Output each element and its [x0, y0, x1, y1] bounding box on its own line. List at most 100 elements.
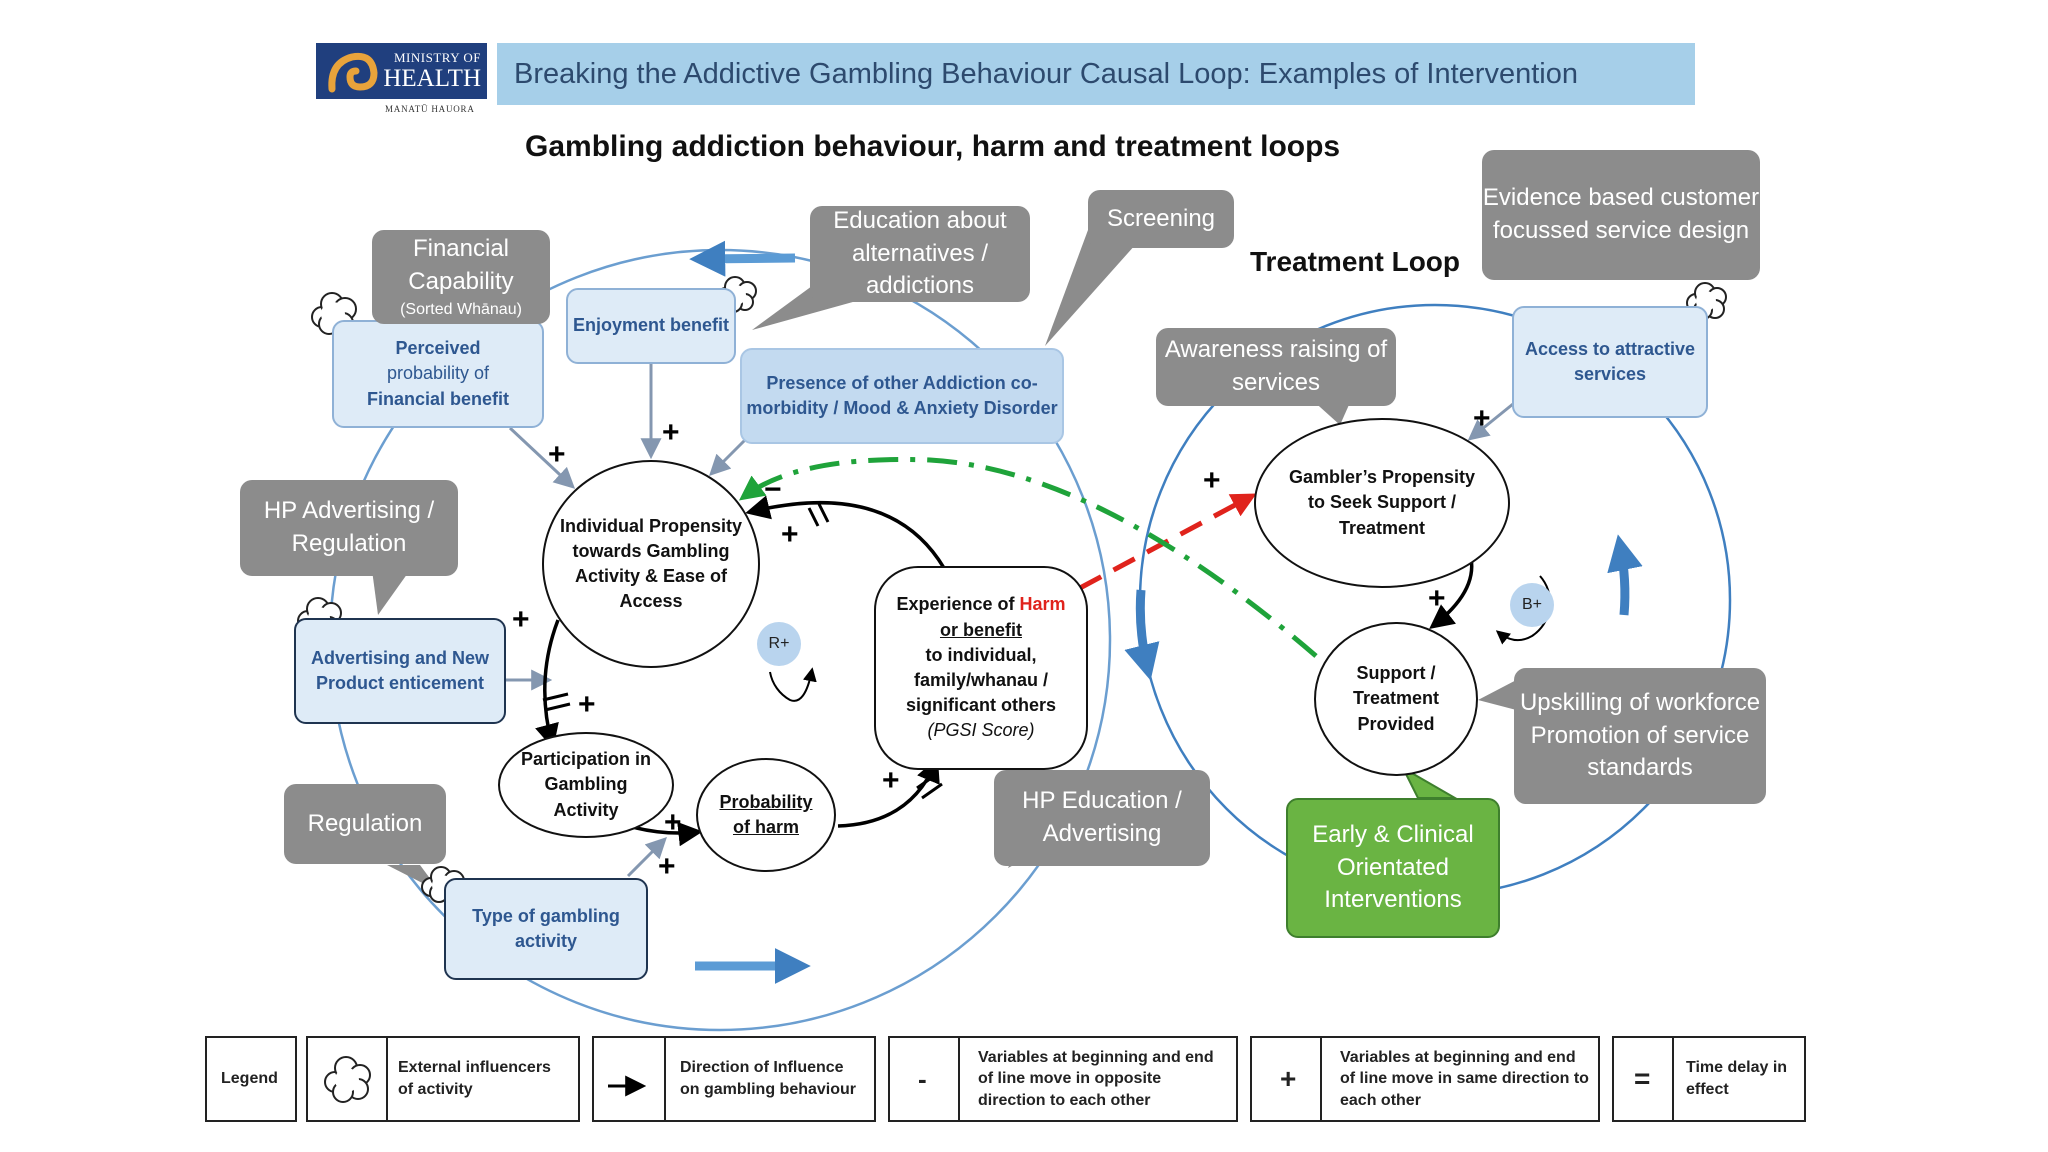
- upskilling-label: Upskilling of workforce Promotion of ser…: [1519, 688, 1761, 782]
- legend-divider: [1672, 1038, 1674, 1120]
- legend-arrow-text: Direction of Influence on gambling behav…: [680, 1059, 857, 1098]
- hp-advertising-label: HP Advertising / Regulation: [263, 497, 435, 557]
- legend-divider: [664, 1038, 666, 1120]
- treatment-arrow-left: [1124, 589, 1160, 681]
- education-label: Education about alternatives / addiction…: [833, 206, 1007, 300]
- individual-propensity-node: Individual Propensity towards Gambling A…: [542, 460, 760, 668]
- evidence-based-callout: Evidence based customer focussed service…: [1482, 150, 1760, 280]
- experience-line3: to individual, family/whanau / significa…: [905, 644, 1057, 716]
- plus-sign: +: [512, 603, 530, 636]
- legend-divider: [958, 1038, 960, 1120]
- link-seek-support: [1429, 557, 1474, 629]
- legend-title: Legend: [221, 1070, 278, 1087]
- perceived-line1: Perceived: [395, 338, 481, 359]
- support-label: Support / Treatment Provided: [1352, 663, 1440, 734]
- legend-plus-text: Variables at beginning and end of line m…: [1340, 1048, 1589, 1109]
- balancing-loop-badge: B+: [1510, 583, 1554, 627]
- legend-divider: [386, 1038, 388, 1120]
- diagram-subtitle: Gambling addiction behaviour, harm and t…: [525, 130, 1341, 163]
- legend-title-box: Legend: [205, 1036, 297, 1122]
- plus-sign: +: [1473, 402, 1491, 435]
- logo-line1: MINISTRY OF: [393, 50, 481, 65]
- enjoyment-label: Enjoyment benefit: [572, 315, 729, 336]
- loop-arrow-top: [689, 240, 796, 277]
- legend-equals-symbol: =: [1634, 1063, 1651, 1094]
- propensity-seek-support-node: Gambler’s Propensity to Seek Support / T…: [1254, 418, 1510, 588]
- link-type-participation: [626, 837, 667, 878]
- logo-line2: HEALTH: [383, 65, 481, 92]
- enjoyment-benefit-box: Enjoyment benefit: [566, 288, 736, 364]
- participation-label: Participation in Gambling Activity: [520, 749, 652, 820]
- hp-advertising-callout: HP Advertising / Regulation: [240, 480, 458, 576]
- screening-label: Screening: [1106, 204, 1216, 232]
- plus-sign: +: [1203, 464, 1221, 497]
- upskilling-callout: Upskilling of workforce Promotion of ser…: [1514, 668, 1766, 804]
- reinforcing-loop-arrow: [769, 667, 817, 702]
- delay-marks: [542, 503, 943, 800]
- plus-sign: +: [1428, 582, 1446, 615]
- legend-minus-box: - Variables at beginning and end of line…: [888, 1036, 1238, 1122]
- experience-line1: Experience of Harm: [896, 592, 1065, 617]
- experience-of-harm-node: Experience of Harm or benefit to individ…: [874, 566, 1088, 770]
- link-probability-experience: [837, 757, 940, 828]
- legend-plus-symbol: +: [1280, 1063, 1297, 1094]
- comorbidity-label: Presence of other Addiction co-morbidity…: [746, 372, 1058, 418]
- legend-arrow-box: Direction of Influence on gambling behav…: [592, 1036, 876, 1122]
- advertising-box: Advertising and New Product enticement: [294, 618, 506, 724]
- type-gambling-label: Type of gambling activity: [472, 905, 620, 951]
- perceived-line3: Financial benefit: [366, 388, 510, 409]
- plus-sign: +: [664, 806, 682, 839]
- probability-harm-label: Probability of harm: [719, 791, 813, 837]
- legend-divider: [1320, 1038, 1322, 1120]
- regulation-label: Regulation: [307, 809, 423, 837]
- legend-delay-box: = Time delay in effect: [1612, 1036, 1806, 1122]
- legend-delay-text: Time delay in effect: [1686, 1059, 1788, 1098]
- access-label: Access to attractive services: [1524, 338, 1696, 384]
- awareness-label: Awareness raising of services: [1164, 336, 1388, 396]
- minus-sign: −: [764, 473, 782, 506]
- perceived-financial-benefit-box: Perceived probability of Financial benef…: [332, 320, 544, 428]
- individual-label: Individual Propensity towards Gambling A…: [559, 515, 743, 612]
- experience-harm-word: Harm: [1019, 594, 1066, 615]
- perceived-line2: probability of: [386, 363, 490, 384]
- financial-label: Financial Capability: [408, 235, 514, 296]
- financial-capability-callout: Financial Capability (Sorted Whānau): [372, 230, 550, 324]
- legend-minus-symbol: -: [918, 1063, 927, 1094]
- comorbidity-box: Presence of other Addiction co-morbidity…: [740, 348, 1064, 444]
- link-experience-individual: [745, 495, 946, 569]
- legend-cloud-box: External influencers of activity: [306, 1036, 580, 1122]
- plus-sign: +: [548, 438, 566, 471]
- early-clinical-label: Early & Clinical Orientated Intervention…: [1312, 820, 1474, 914]
- pgsi-score-label: (PGSI Score): [927, 720, 1035, 741]
- link-individual-participation: [535, 619, 560, 749]
- legend-minus-text: Variables at beginning and end of line m…: [978, 1048, 1214, 1109]
- advertising-label: Advertising and New Product enticement: [310, 647, 490, 693]
- legend-plus-box: + Variables at beginning and end of line…: [1250, 1036, 1600, 1122]
- early-clinical-callout: Early & Clinical Orientated Intervention…: [1286, 798, 1500, 938]
- treatment-arrow-right: [1607, 534, 1643, 616]
- link-presence-individual: [709, 438, 747, 476]
- hp-education-callout: HP Education / Advertising: [994, 770, 1210, 866]
- koru-logo-icon: [328, 52, 378, 93]
- treatment-loop-label: Treatment Loop: [1250, 246, 1461, 277]
- awareness-raising-callout: Awareness raising of services: [1156, 328, 1396, 406]
- screening-callout: Screening: [1088, 190, 1234, 248]
- evidence-label: Evidence based customer focussed service…: [1482, 184, 1760, 244]
- experience-line2: or benefit: [939, 619, 1022, 640]
- education-callout: Education about alternatives / addiction…: [810, 206, 1030, 302]
- plus-sign: +: [882, 764, 900, 797]
- participation-node: Participation in Gambling Activity: [498, 732, 674, 838]
- hp-education-label: HP Education / Advertising: [1022, 787, 1182, 847]
- reinforcing-loop-badge: R+: [757, 622, 801, 666]
- cloud-icon: [324, 1056, 371, 1103]
- financial-sub-label: (Sorted Whānau): [400, 300, 522, 318]
- link-perceived-individual: [508, 426, 576, 489]
- regulation-callout: Regulation: [284, 784, 446, 864]
- plus-sign: +: [662, 416, 680, 449]
- experience-prefix: Experience of: [896, 594, 1015, 615]
- ministry-logo: MINISTRY OF HEALTH: [316, 43, 487, 99]
- support-treatment-node: Support / Treatment Provided: [1314, 622, 1478, 776]
- probability-of-harm-node: Probability of harm: [696, 758, 836, 872]
- logo-subtitle: MANATŪ HAUORA: [385, 104, 475, 114]
- plus-sign: +: [658, 850, 676, 883]
